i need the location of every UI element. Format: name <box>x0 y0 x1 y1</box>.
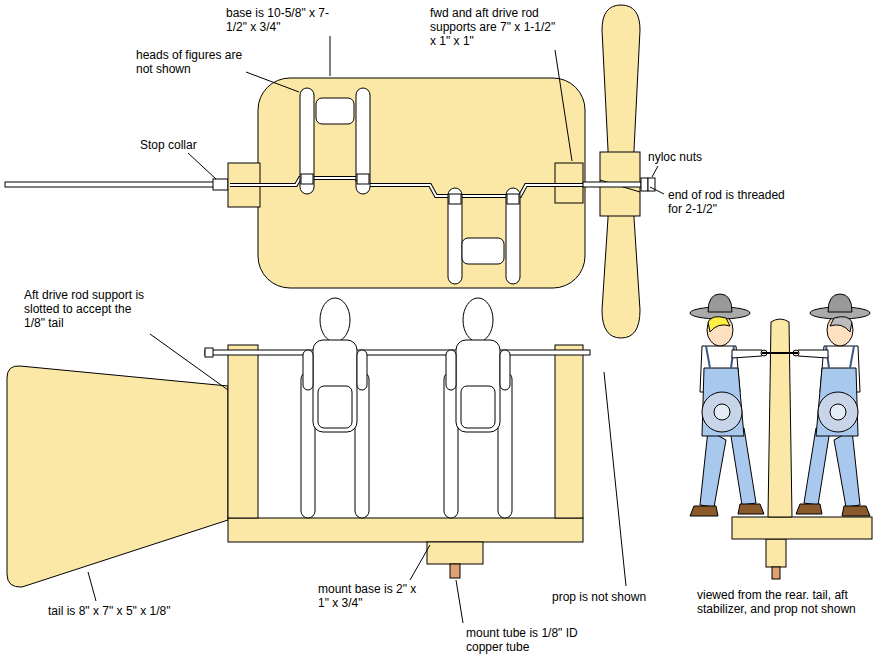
callout-label: mount base is 2" x 1" x 3/4" <box>318 582 424 610</box>
callout-label: prop is not shown <box>552 590 672 604</box>
callout-label: viewed from the rear. tail, aft stabiliz… <box>697 588 857 616</box>
callout-label: end of rod is threaded for 2-1/2" <box>668 188 798 216</box>
callout-label: nyloc nuts <box>648 150 728 164</box>
callout-label: Aft drive rod support is slotted to acce… <box>24 288 152 330</box>
callout-label: heads of figures are not shown <box>136 48 248 76</box>
callout-label: mount tube is 1/8" ID copper tube <box>466 626 596 654</box>
callout-label: fwd and aft drive rod supports are 7" x … <box>430 6 560 48</box>
callout-label: tail is 8" x 7" x 5" x 1/8" <box>48 604 248 618</box>
callout-label: Stop collar <box>140 138 230 152</box>
callout-label: base is 10-5/8" x 7-1/2" x 3/4" <box>226 6 330 34</box>
